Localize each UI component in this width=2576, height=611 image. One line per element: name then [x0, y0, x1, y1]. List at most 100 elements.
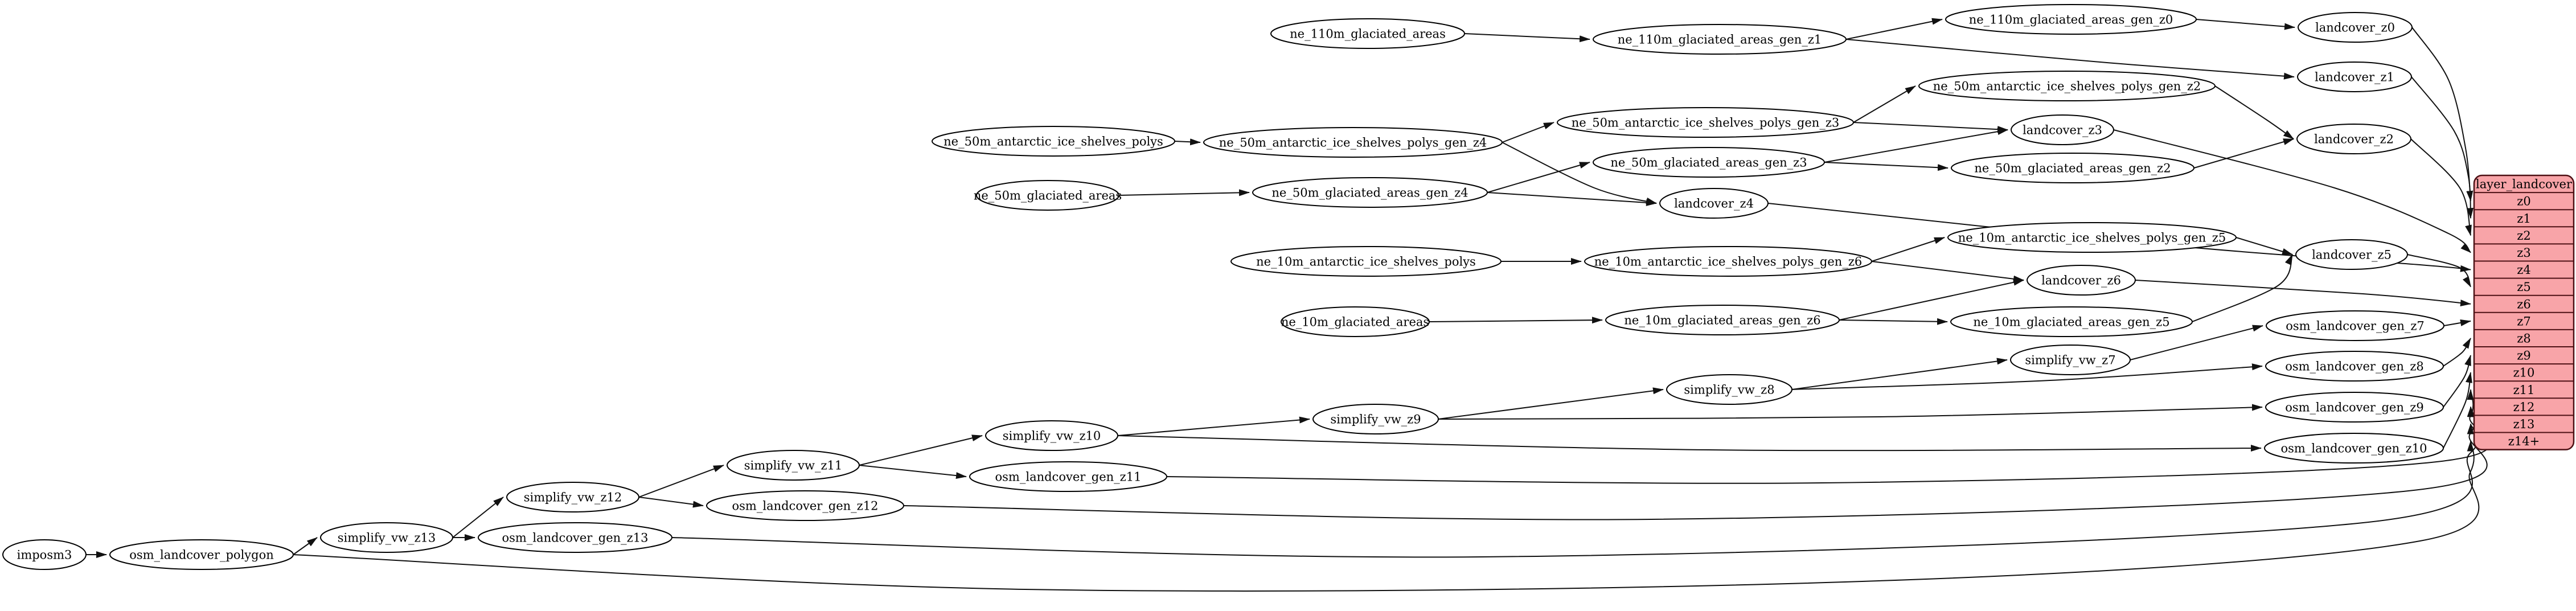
edge-ne_10m_glaciated_areas-to-ne_10m_glaciated_areas_gen_z6 [1429, 317, 1603, 324]
node-ellipse-ne_110m_glaciated_areas_gen_z1 [1593, 24, 1847, 55]
node-ellipse-ne_50m_antarctic_ice_shelves_polys [932, 126, 1175, 157]
edge-ne_50m_antarctic_ice_shelves_polys_gen_z4-to-ne_50m_antarctic_ice_shelves_polys_gen_z3 [1502, 122, 1554, 143]
node-landcover_z6: landcover_z6 [2027, 265, 2136, 296]
node-ellipse-simplify_vw_z9 [1312, 404, 1439, 434]
edge-ne_110m_glaciated_areas-to-ne_110m_glaciated_areas_gen_z1 [1464, 33, 1590, 43]
node-ellipse-ne_50m_antarctic_ice_shelves_polys_gen_z2 [1918, 71, 2216, 101]
table-title: layer_landcover [2476, 178, 2573, 191]
edge-osm_landcover_gen_z12-to-layer-z12 [903, 406, 2488, 520]
edge-ne_50m_glaciated_areas_gen_z3-to-ne_50m_glaciated_areas_gen_z2 [1824, 162, 1949, 171]
node-ellipse-landcover_z6 [2027, 265, 2136, 296]
edge-simplify_vw_z10-to-osm_landcover_gen_z10 [1117, 435, 2262, 452]
node-landcover_z3: landcover_z3 [2011, 114, 2114, 145]
node-ne_50m_glaciated_areas_gen_z3: ne_50m_glaciated_areas_gen_z3 [1593, 147, 1825, 178]
edge-simplify_vw_z10-to-simplify_vw_z9 [1117, 416, 1310, 436]
node-ne_10m_glaciated_areas_gen_z5: ne_10m_glaciated_areas_gen_z5 [1950, 306, 2193, 337]
edge-landcover_z4-to-layer-z4 [1767, 203, 2471, 272]
node-label-ne_110m_glaciated_areas_gen_z1: ne_110m_glaciated_areas_gen_z1 [1618, 33, 1822, 47]
node-label-osm_landcover_gen_z13: osm_landcover_gen_z13 [502, 531, 649, 545]
node-ellipse-landcover_z1 [2297, 61, 2412, 92]
node-ne_50m_antarctic_ice_shelves_polys_gen_z2: ne_50m_antarctic_ice_shelves_polys_gen_z… [1918, 71, 2216, 101]
node-ellipse-simplify_vw_z11 [727, 450, 860, 481]
edge-simplify_vw_z13-to-simplify_vw_z12 [452, 497, 504, 538]
node-simplify_vw_z13: simplify_vw_z13 [320, 522, 453, 553]
node-landcover_z5: landcover_z5 [2295, 239, 2408, 270]
node-label-ne_50m_glaciated_areas_gen_z4: ne_50m_glaciated_areas_gen_z4 [1271, 186, 1468, 200]
table-row-z8: z8 [2517, 331, 2530, 345]
edge-ne_50m_glaciated_areas_gen_z2-to-landcover_z2 [2193, 138, 2294, 169]
node-label-ne_10m_glaciated_areas_gen_z5: ne_10m_glaciated_areas_gen_z5 [1973, 315, 2169, 329]
node-osm_landcover_polygon: osm_landcover_polygon [109, 539, 294, 570]
node-label-ne_10m_glaciated_areas: ne_10m_glaciated_areas [1281, 315, 1429, 329]
edge-ne_10m_antarctic_ice_shelves_polys_gen_z5-to-landcover_z5 [2235, 237, 2293, 255]
node-label-osm_landcover_gen_z10: osm_landcover_gen_z10 [2281, 442, 2427, 456]
node-ellipse-simplify_vw_z10 [985, 420, 1118, 451]
node-landcover_z2: landcover_z2 [2296, 124, 2411, 154]
node-ellipse-osm_landcover_gen_z13 [478, 522, 672, 553]
node-label-simplify_vw_z11: simplify_vw_z11 [744, 459, 843, 473]
node-ne_50m_antarctic_ice_shelves_polys: ne_50m_antarctic_ice_shelves_polys [932, 126, 1175, 157]
edge-ne_10m_antarctic_ice_shelves_polys_gen_z6-to-ne_10m_antarctic_ice_shelves_polys_gen_z5 [1871, 237, 1945, 262]
edge-osm_landcover_gen_z7-to-layer-z7 [2443, 319, 2471, 326]
node-ellipse-osm_landcover_gen_z10 [2264, 433, 2444, 464]
node-ellipse-ne_10m_glaciated_areas_gen_z5 [1950, 306, 2193, 337]
table-row-z3: z3 [2517, 246, 2530, 260]
node-osm_landcover_gen_z9: osm_landcover_gen_z9 [2265, 392, 2444, 423]
table-row-z14+: z14+ [2508, 434, 2540, 448]
edge-osm_landcover_polygon-to-simplify_vw_z13 [293, 537, 318, 555]
node-ellipse-osm_landcover_gen_z8 [2265, 351, 2444, 382]
node-label-landcover_z4: landcover_z4 [1674, 197, 1754, 211]
edge-simplify_vw_z8-to-simplify_vw_z7 [1791, 358, 2008, 390]
edge-ne_50m_antarctic_ice_shelves_polys-to-ne_50m_antarctic_ice_shelves_polys_gen_z4 [1174, 138, 1201, 146]
node-osm_landcover_gen_z11: osm_landcover_gen_z11 [969, 461, 1167, 492]
node-label-ne_50m_glaciated_areas_gen_z2: ne_50m_glaciated_areas_gen_z2 [1974, 162, 2171, 175]
node-simplify_vw_z10: simplify_vw_z10 [985, 420, 1118, 451]
edge-ne_10m_antarctic_ice_shelves_polys_gen_z6-to-landcover_z6 [1871, 261, 2024, 282]
edge-osm_landcover_gen_z9-to-layer-z9 [2443, 355, 2471, 408]
edge-simplify_vw_z12-to-osm_landcover_gen_z12 [638, 497, 704, 508]
edge-simplify_vw_z9-to-osm_landcover_gen_z9 [1438, 404, 2263, 420]
node-label-landcover_z3: landcover_z3 [2023, 124, 2102, 137]
node-ne_10m_antarctic_ice_shelves_polys_gen_z6: ne_10m_antarctic_ice_shelves_polys_gen_z… [1584, 246, 1872, 277]
node-ellipse-ne_110m_glaciated_areas [1270, 18, 1465, 49]
table-row-z2: z2 [2517, 229, 2530, 243]
table-row-z10: z10 [2513, 366, 2535, 380]
node-label-ne_50m_antarctic_ice_shelves_polys_gen_z2: ne_50m_antarctic_ice_shelves_polys_gen_z… [1933, 80, 2201, 93]
edge-simplify_vw_z12-to-simplify_vw_z11 [638, 465, 724, 498]
table-row-z0: z0 [2517, 195, 2530, 208]
node-ellipse-ne_50m_glaciated_areas_gen_z2 [1951, 153, 2194, 183]
node-imposm3: imposm3 [2, 539, 87, 570]
node-ellipse-osm_landcover_gen_z7 [2266, 310, 2444, 341]
node-ellipse-ne_50m_glaciated_areas_gen_z4 [1252, 177, 1488, 208]
node-label-osm_landcover_gen_z8: osm_landcover_gen_z8 [2285, 360, 2424, 374]
edge-simplify_vw_z9-to-simplify_vw_z8 [1438, 387, 1664, 420]
edge-ne_10m_glaciated_areas_gen_z6-to-landcover_z6 [1839, 278, 2024, 321]
node-simplify_vw_z8: simplify_vw_z8 [1666, 374, 1792, 405]
table-row-z5: z5 [2517, 280, 2530, 294]
edge-ne_110m_glaciated_areas_gen_z1-to-landcover_z1 [1845, 39, 2295, 80]
node-ellipse-landcover_z0 [2298, 12, 2413, 43]
table-layer-landcover: layer_landcoverz0z1z2z3z4z5z6z7z8z9z10z1… [2473, 174, 2575, 450]
edge-landcover_z1-to-layer-z1 [2411, 76, 2474, 219]
node-ellipse-landcover_z5 [2295, 239, 2408, 270]
node-label-osm_landcover_gen_z7: osm_landcover_gen_z7 [2286, 319, 2425, 333]
node-ellipse-ne_10m_antarctic_ice_shelves_polys [1230, 246, 1502, 277]
node-label-ne_10m_glaciated_areas_gen_z6: ne_10m_glaciated_areas_gen_z6 [1624, 314, 1820, 327]
node-ellipse-ne_10m_antarctic_ice_shelves_polys_gen_z5 [1947, 222, 2237, 253]
node-label-ne_110m_glaciated_areas: ne_110m_glaciated_areas [1290, 27, 1446, 41]
edges-layer [86, 18, 2491, 592]
node-label-landcover_z6: landcover_z6 [2041, 274, 2121, 288]
node-label-osm_landcover_gen_z12: osm_landcover_gen_z12 [732, 499, 879, 513]
node-ne_50m_antarctic_ice_shelves_polys_gen_z4: ne_50m_antarctic_ice_shelves_polys_gen_z… [1203, 127, 1503, 158]
edge-ne_50m_antarctic_ice_shelves_polys_gen_z3-to-ne_50m_antarctic_ice_shelves_polys_gen_z2 [1853, 85, 1916, 123]
node-landcover_z0: landcover_z0 [2298, 12, 2413, 43]
node-label-ne_50m_antarctic_ice_shelves_polys_gen_z3: ne_50m_antarctic_ice_shelves_polys_gen_z… [1572, 116, 1840, 130]
node-landcover_z4: landcover_z4 [1659, 188, 1769, 219]
edge-ne_50m_glaciated_areas_gen_z4-to-landcover_z4 [1487, 192, 1657, 206]
edge-simplify_vw_z11-to-osm_landcover_gen_z11 [859, 465, 967, 479]
edge-landcover_z0-to-layer-z0 [2411, 27, 2474, 202]
node-ne_110m_glaciated_areas_gen_z0: ne_110m_glaciated_areas_gen_z0 [1945, 4, 2197, 35]
edge-simplify_vw_z8-to-osm_landcover_gen_z8 [1791, 363, 2263, 390]
node-label-ne_10m_antarctic_ice_shelves_polys_gen_z6: ne_10m_antarctic_ice_shelves_polys_gen_z… [1594, 255, 1863, 269]
